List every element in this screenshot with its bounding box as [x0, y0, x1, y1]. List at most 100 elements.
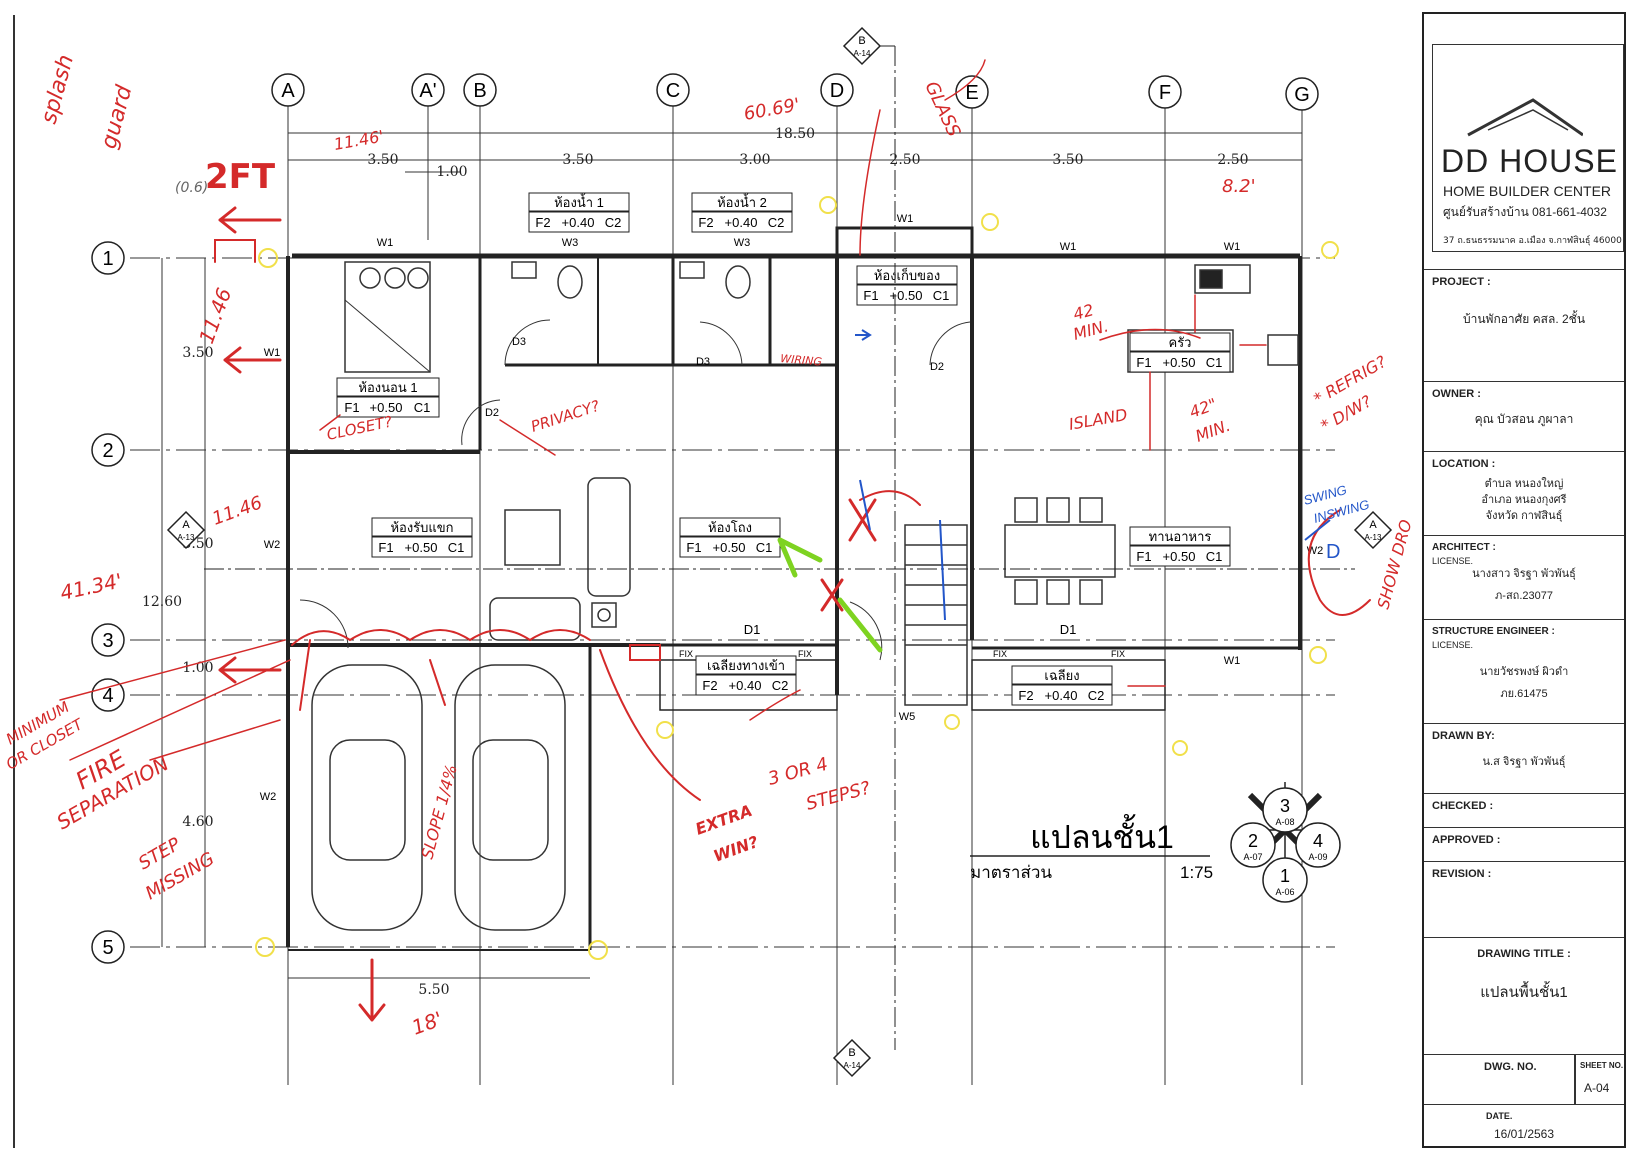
grid-column-label: C — [666, 80, 680, 102]
sheet-no-label: SHEET NO. — [1580, 1061, 1624, 1070]
owner-value: คุณ บัวสอน ภูผาลา — [1474, 412, 1574, 426]
dimension-lines — [161, 132, 1302, 979]
section-mark-left: A A-13 — [166, 510, 206, 550]
dim-left-total: 12.60 — [142, 594, 182, 610]
revision-label: REVISION : — [1432, 868, 1492, 880]
grid-bubble-G: G — [1285, 77, 1319, 111]
window-tag: W1 — [1224, 655, 1241, 667]
section-letter: B — [858, 35, 865, 47]
room-floor-code: F1 — [344, 400, 359, 415]
dim-left-3: 1.00 — [182, 660, 213, 676]
room-ceiling-code: C1 — [933, 288, 950, 303]
grid-bubble-5: 5 — [91, 930, 125, 964]
grid-column-label: B — [473, 80, 486, 102]
walls — [286, 226, 1302, 951]
coffee-table — [504, 509, 561, 566]
architect-license-label: LICENSE. — [1432, 556, 1474, 566]
architect-section: ARCHITECT : LICENSE. นางสาว จิรฐา พัวพัน… — [1424, 535, 1624, 620]
architect-name: นางสาว จิรฐา พัวพันธุ์ — [1472, 568, 1576, 580]
grid-lines — [130, 105, 1335, 1085]
sheet-no-value: A-04 — [1584, 1081, 1610, 1095]
dimension-text: 18.50 3.50 1.00 3.50 3.00 2.50 3.50 2.50… — [142, 126, 1249, 998]
elevation-sheet: A-09 — [1308, 852, 1327, 862]
markup-note: MIN. — [1193, 416, 1233, 446]
basin — [679, 261, 705, 279]
grid-row-label: 3 — [102, 630, 113, 652]
fixed-window-tag: FIX — [993, 649, 1007, 659]
dim-top-1: 3.50 — [367, 152, 398, 168]
blue-markup-note: D — [1326, 541, 1340, 563]
dim-bottom: 5.50 — [418, 982, 449, 998]
dim-left-4: 4.60 — [182, 814, 213, 830]
markup-note: 41.34' — [58, 568, 124, 605]
grid-row-bubbles: 1 2 3 4 5 — [91, 241, 125, 964]
markup-note: 11.46 — [210, 492, 266, 529]
divider — [1574, 1055, 1576, 1105]
owner-section: OWNER : คุณ บัวสอน ภูผาลา — [1424, 381, 1624, 452]
company-logo-panel: DD HOUSE HOME BUILDER CENTER ศูนย์รับสร้… — [1432, 44, 1624, 252]
section-mark-bottom: B A-14 — [832, 1038, 872, 1078]
dim-left-1: 3.50 — [182, 345, 213, 361]
structure-engineer-name: นายวัชรพงษ์ ผิวดำ — [1479, 666, 1569, 678]
floor-plan-drawing: A A' B C D E F G 1 2 3 4 5 18.50 3.50 1.… — [3, 15, 1416, 1148]
grid-column-label: A — [281, 80, 295, 102]
checked-section: CHECKED : — [1424, 793, 1624, 828]
company-subtitle: HOME BUILDER CENTER — [1443, 183, 1612, 199]
dim-overall: 18.50 — [775, 126, 815, 142]
red-arrow — [218, 656, 282, 684]
room-name: ห้องรับแขก — [390, 520, 453, 535]
plan-scale: 1:75 — [1180, 863, 1213, 882]
room-level: +0.40 — [562, 215, 595, 230]
room-level: +0.50 — [405, 540, 438, 555]
red-arrow — [358, 958, 386, 1022]
dim-top-2: 1.00 — [436, 164, 467, 180]
title-block: DD HOUSE HOME BUILDER CENTER ศูนย์รับสร้… — [1422, 12, 1626, 1148]
green-markup — [777, 537, 883, 653]
room-name: ห้องน้ำ 1 — [554, 193, 604, 210]
grid-column-label: E — [965, 82, 978, 104]
room-ceiling-code: C2 — [1088, 688, 1105, 703]
grid-row-label: 2 — [102, 440, 113, 462]
room-tag-bedroom-1: ห้องนอน 1 F1 +0.50 C1 — [336, 377, 440, 418]
drawn-by-section: DRAWN BY: น.ส จิรฐา พัวพันธุ์ — [1424, 723, 1624, 794]
room-ceiling-code: C1 — [414, 400, 431, 415]
kitchen-sink — [1194, 264, 1251, 294]
elevation-key: 3 A-08 2 A-07 4 A-09 1 A-06 — [1230, 782, 1341, 903]
markup-note: PRIVACY? — [529, 397, 602, 436]
toilet — [725, 265, 751, 299]
markup-note: WIN? — [711, 832, 761, 866]
grid-column-bubbles: A A' B C D E F G — [271, 73, 1319, 111]
markup-note: STEPS? — [804, 777, 873, 814]
architect-label: ARCHITECT : — [1432, 542, 1496, 553]
plan-scale-label: มาตราส่วน — [970, 863, 1052, 882]
grid-column-label: D — [830, 80, 844, 102]
grid-bubble-B: B — [463, 73, 497, 107]
structure-license-no: ภย.61475 — [1500, 688, 1548, 700]
room-level: +0.40 — [725, 215, 758, 230]
room-labels: ห้องนอน 1 F1 +0.50 C1 ห้องน้ำ 1 F2 +0.40… — [336, 192, 1231, 706]
door-tag: D1 — [1060, 622, 1077, 637]
plan-title-block: แปลนชั้น1 มาตราส่วน 1:75 — [970, 814, 1213, 882]
section-sheet: A-13 — [178, 533, 195, 542]
room-tag-living: ห้องรับแขก F1 +0.50 C1 — [371, 517, 473, 558]
company-address: 37 ถ.ธนธรรมนาค อ.เมือง จ.กาฬสินธุ์ 46000 — [1443, 236, 1622, 246]
markup-note: 11.46 — [194, 285, 236, 347]
checked-label: CHECKED : — [1432, 800, 1494, 812]
window-tag: W3 — [734, 237, 751, 249]
room-floor-code: F2 — [1018, 688, 1033, 703]
grid-bubble-1: 1 — [91, 241, 125, 275]
staircase — [904, 524, 968, 706]
location-line: อำเภอ หนองกุงศรี — [1481, 494, 1567, 506]
door-swings — [299, 319, 971, 661]
room-ceiling-code: C1 — [448, 540, 465, 555]
door-tag: D2 — [930, 361, 944, 373]
room-tag-dining: ทานอาหาร F1 +0.50 C1 — [1129, 526, 1231, 567]
drawn-by-label: DRAWN BY: — [1432, 730, 1495, 742]
markup-note: ISLAND — [1067, 405, 1128, 434]
room-floor-code: F1 — [686, 540, 701, 555]
markup-note: guard — [97, 82, 138, 152]
drawing-title-label: DRAWING TITLE : — [1477, 948, 1571, 960]
date-section: DATE. 16/01/2563 — [1424, 1104, 1624, 1149]
room-name: ห้องเก็บของ — [874, 266, 940, 283]
red-markup-strokes — [59, 59, 1371, 1022]
